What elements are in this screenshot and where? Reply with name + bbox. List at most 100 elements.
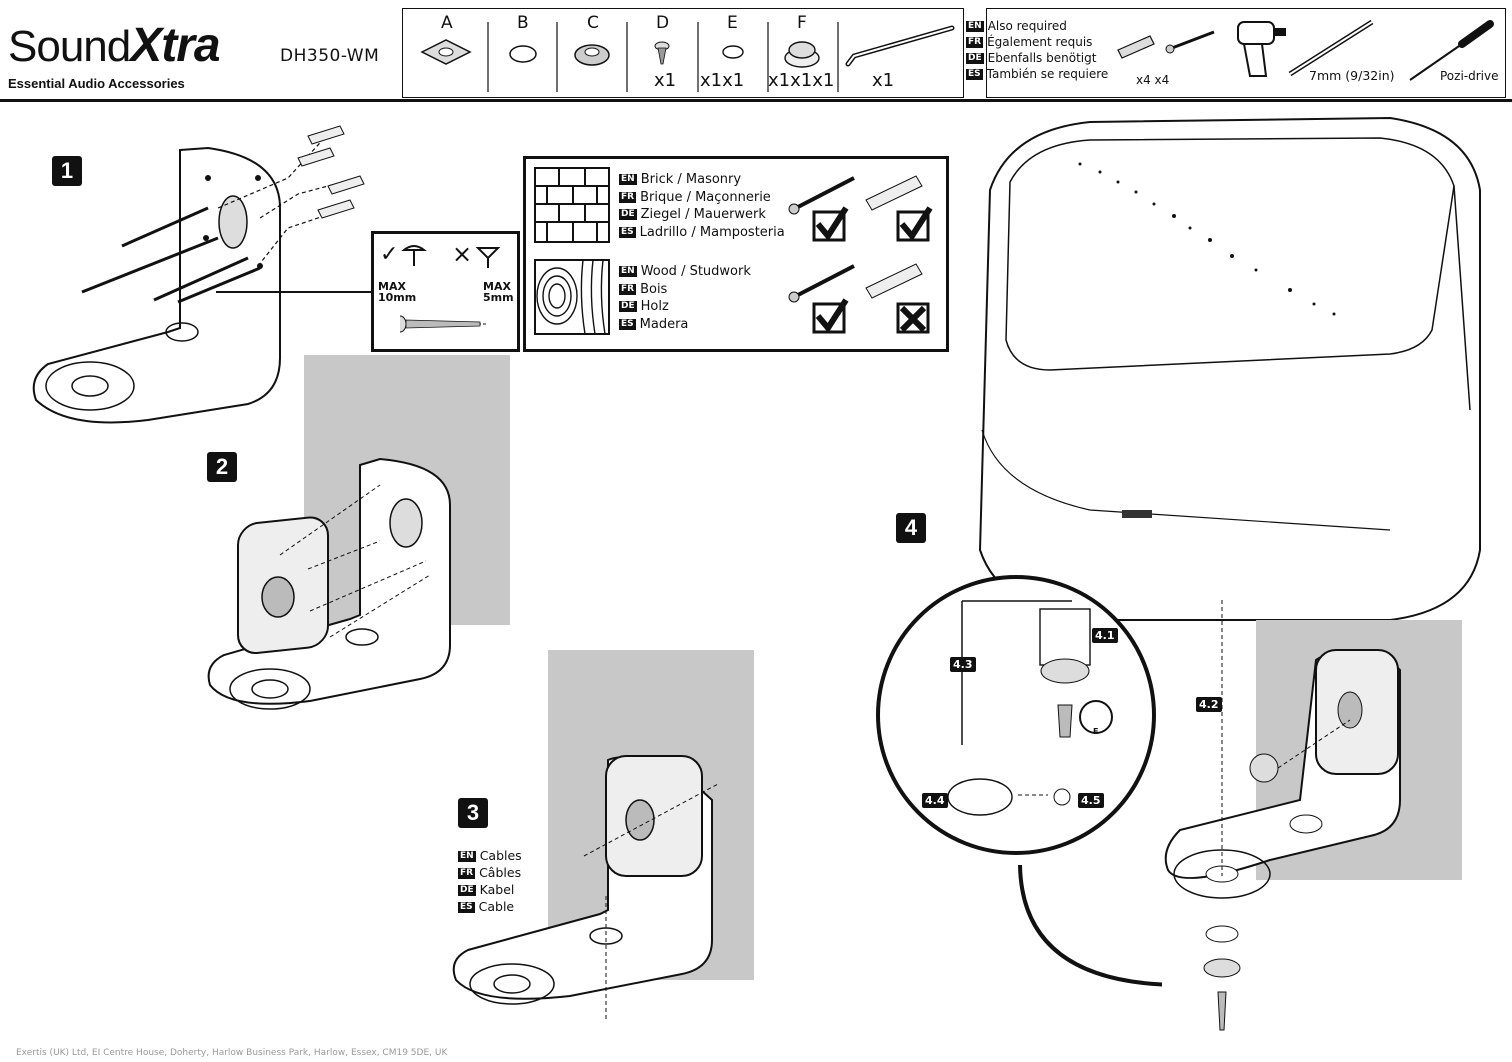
- badge-es: ES: [619, 318, 636, 330]
- check-mark-icon: ✓: [380, 242, 399, 267]
- also-required-de: Ebenfalls benötigt: [987, 51, 1097, 65]
- step-2-illustration: [207, 355, 510, 710]
- step-3-number: 3: [458, 798, 488, 828]
- wood-es: Madera: [639, 316, 689, 332]
- drill-icon: [1237, 21, 1286, 77]
- brand-tagline: Essential Audio Accessories: [8, 76, 185, 91]
- substep-4-5: 4.5: [1078, 793, 1104, 808]
- parts-box: [402, 8, 964, 98]
- cross-box-icon: [896, 302, 930, 334]
- header-divider: [0, 99, 1512, 102]
- brand-xtra: Xtra: [130, 19, 220, 72]
- screwdriver-icon: [1409, 20, 1494, 81]
- drill-bit-size: 7mm (9/32in): [1309, 68, 1395, 83]
- also-required-fr: Également requis: [987, 35, 1093, 49]
- step-1-number: 1: [52, 156, 82, 186]
- allen-key-icon: [845, 25, 955, 67]
- substep-4-3: 4.3: [950, 657, 976, 672]
- required-qty: x4 x4: [1136, 73, 1170, 87]
- also-required-en: Also required: [987, 19, 1067, 33]
- lang-badge-fr: FR: [966, 37, 984, 48]
- check-box-icon: [812, 298, 849, 334]
- max-left-2: 10mm: [378, 291, 417, 304]
- model-number: DH350-WM: [280, 46, 380, 66]
- badge-es: ES: [458, 902, 475, 913]
- part-qty-e: x1x1: [700, 70, 745, 91]
- substep-4-2: 4.2: [1196, 697, 1222, 712]
- part-label-d: D: [656, 13, 670, 33]
- screw-spec-box: [371, 231, 520, 352]
- cables-fr: Câbles: [479, 865, 522, 880]
- part-f-cap-icon: [784, 41, 820, 68]
- step-4-number: 4: [896, 513, 926, 543]
- part-d-screw-icon: [654, 41, 670, 65]
- badge-fr: FR: [619, 283, 637, 295]
- max-right-1: MAX: [483, 280, 511, 293]
- screw-icon: [788, 264, 855, 303]
- step-3-illustration: [452, 650, 754, 1022]
- check-box-icon: [896, 206, 933, 242]
- max-right-2: 5mm: [483, 291, 514, 304]
- lang-badge-es: ES: [966, 69, 983, 80]
- badge-de: DE: [619, 209, 637, 220]
- badge-es: ES: [619, 226, 636, 238]
- part-label-b: B: [517, 13, 529, 33]
- check-box-icon: [812, 206, 849, 242]
- footer-address: Exertis (UK) Ltd, EI Centre House, Doher…: [16, 1048, 448, 1058]
- part-qty-key: x1: [872, 70, 895, 91]
- part-label-c: C: [587, 13, 599, 33]
- material-swatches: [534, 167, 610, 335]
- wall-plug-icon: [865, 175, 923, 211]
- part-qty-d: x1: [654, 70, 677, 91]
- brick-de: Ziegel / Mauerwerk: [640, 207, 766, 222]
- driver-type: Pozi-drive: [1440, 69, 1499, 83]
- part-c-spacer-icon: [574, 44, 610, 66]
- wood-de: Holz: [640, 299, 669, 314]
- screw-head-diagram: [400, 245, 501, 333]
- badge-fr: FR: [458, 868, 476, 879]
- drill-bit-icon: [1288, 19, 1374, 77]
- part-f-label: F: [1093, 727, 1099, 736]
- wood-en: Wood / Studwork: [640, 264, 751, 279]
- wood-fr: Bois: [640, 281, 668, 297]
- part-label-f: F: [797, 13, 807, 33]
- wall-plug-icon: [1117, 35, 1155, 59]
- badge-de: DE: [619, 301, 637, 312]
- part-e-ring-icon: [722, 45, 744, 59]
- brick-es: Ladrillo / Mamposteria: [639, 224, 785, 240]
- screw-icon: [1165, 30, 1215, 54]
- detail-zoom-circle: [876, 575, 1162, 987]
- materials-box: [523, 156, 949, 352]
- part-label-e: E: [727, 13, 738, 33]
- brick-fr: Brique / Maçonnerie: [640, 189, 771, 205]
- also-required-es: También se requiere: [986, 67, 1109, 81]
- also-required-box: [986, 8, 1506, 98]
- wall-plug-icon: [865, 263, 923, 299]
- substep-4-4: 4.4: [922, 793, 948, 808]
- badge-en: EN: [619, 174, 637, 185]
- part-label-a: A: [441, 13, 453, 33]
- wood-swatch-icon: [534, 259, 610, 335]
- cross-mark-icon: ×: [452, 240, 473, 268]
- brand-logo: SoundXtra: [8, 18, 221, 73]
- speaker-illustration: [978, 116, 1481, 621]
- screw-icon: [788, 176, 855, 215]
- part-b-washer-icon: [509, 45, 537, 63]
- cables-en: Cables: [479, 848, 522, 863]
- max-left-1: MAX: [378, 280, 406, 293]
- brick-en: Brick / Masonry: [640, 172, 742, 187]
- step-2-number: 2: [207, 452, 237, 482]
- badge-en: EN: [458, 851, 476, 862]
- step-1-bracket-illustration: [32, 125, 372, 424]
- brick-swatch-icon: [534, 167, 610, 243]
- badge-en: EN: [619, 266, 637, 277]
- required-tools: [1117, 19, 1494, 81]
- parts-dividers: [420, 22, 955, 92]
- part-qty-f: x1x1x1: [768, 70, 835, 91]
- cables-es: Cable: [478, 899, 515, 914]
